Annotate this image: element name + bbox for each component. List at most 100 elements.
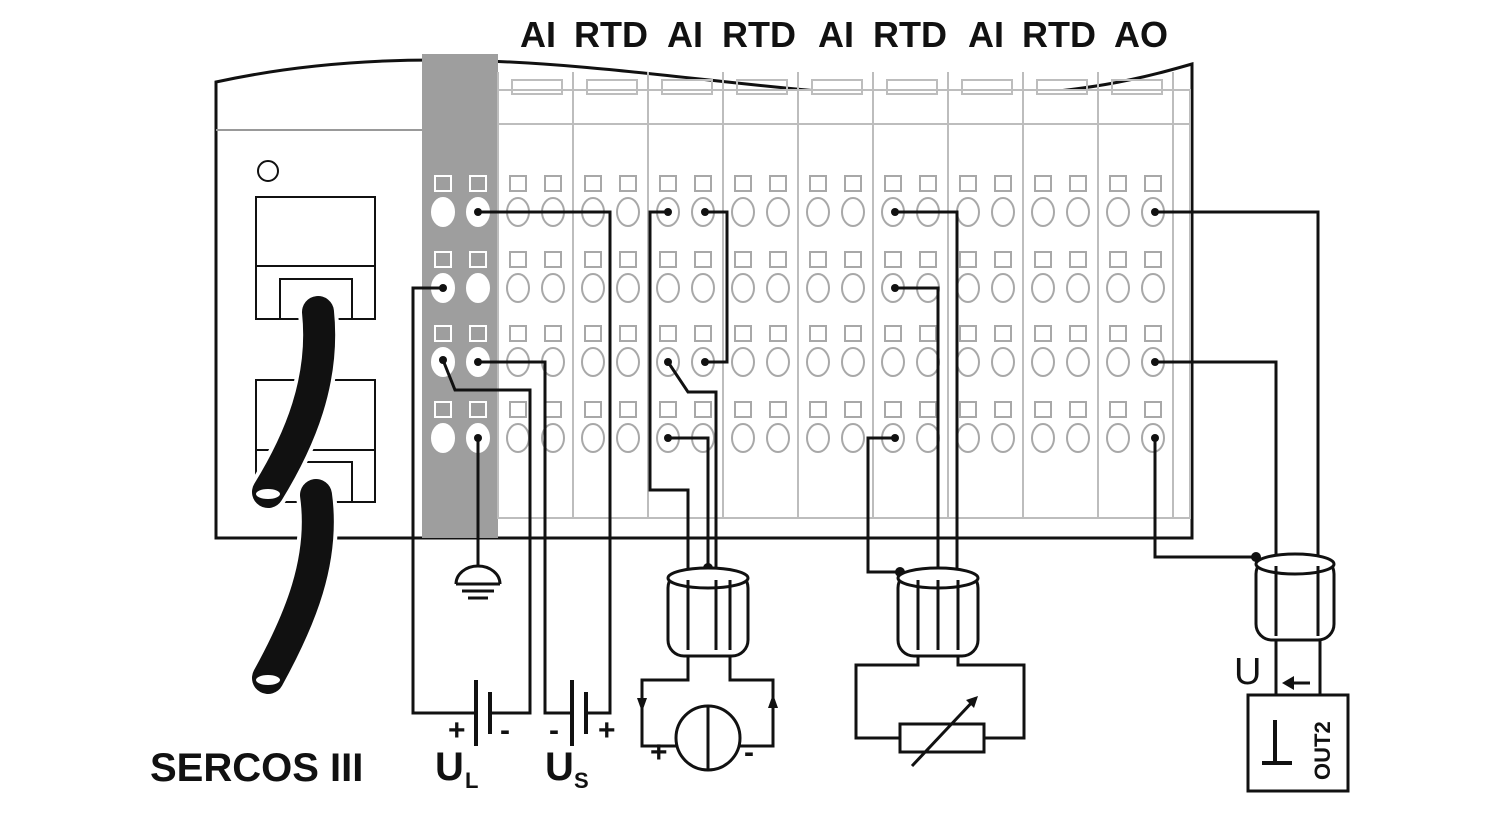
terminal-release-button xyxy=(1034,401,1052,418)
terminal-point xyxy=(991,273,1015,303)
terminal-release-button xyxy=(844,401,862,418)
terminal-point xyxy=(766,273,790,303)
terminal-release-button xyxy=(469,175,487,192)
terminal-release-button xyxy=(509,251,527,268)
rtd-wire-2 xyxy=(895,286,940,572)
us-plus-wire xyxy=(478,210,612,715)
terminal-release-button xyxy=(919,401,937,418)
source-loop-right xyxy=(728,655,775,748)
terminal-release-button xyxy=(959,325,977,342)
terminal-release-button xyxy=(619,251,637,268)
terminal-point xyxy=(1106,423,1130,453)
terminal-release-button xyxy=(919,325,937,342)
terminal-release-button xyxy=(619,325,637,342)
source-minus-sign: - xyxy=(744,736,754,769)
terminal-point xyxy=(1031,347,1055,377)
us-minus-sign: - xyxy=(549,714,559,747)
rtd-wire-1 xyxy=(895,210,959,572)
terminal-release-button xyxy=(734,251,752,268)
terminal-point xyxy=(1031,423,1055,453)
terminal-release-button xyxy=(809,401,827,418)
module-latch xyxy=(736,79,788,95)
terminal-release-button xyxy=(919,251,937,268)
module-latch xyxy=(661,79,713,95)
terminal-point xyxy=(1106,273,1130,303)
terminal-release-button xyxy=(884,175,902,192)
module-latch xyxy=(1111,79,1163,95)
terminal-release-button xyxy=(619,175,637,192)
terminal-release-button xyxy=(959,251,977,268)
source-plus-sign: + xyxy=(650,736,668,769)
rtd-loop-left xyxy=(854,655,920,740)
battery-us-icon xyxy=(570,680,588,746)
ao-wire-2 xyxy=(1155,360,1278,558)
terminal-release-button xyxy=(809,251,827,268)
terminal-point xyxy=(956,423,980,453)
terminal-release-button xyxy=(809,175,827,192)
terminal-release-button xyxy=(544,175,562,192)
terminal-point xyxy=(431,197,455,227)
terminal-release-button xyxy=(509,325,527,342)
terminal-release-button xyxy=(1109,325,1127,342)
module-label: RTD xyxy=(873,14,947,55)
terminal-release-button xyxy=(1144,325,1162,342)
us-subscript: S xyxy=(574,768,589,793)
terminal-point xyxy=(506,423,530,453)
terminal-release-button xyxy=(1144,175,1162,192)
ai-wire-4 xyxy=(668,436,710,570)
status-led xyxy=(257,160,279,182)
terminal-point xyxy=(541,273,565,303)
terminal-point xyxy=(541,423,565,453)
terminal-point xyxy=(766,423,790,453)
terminal-release-button xyxy=(769,401,787,418)
terminal-point xyxy=(616,423,640,453)
terminal-point xyxy=(806,347,830,377)
terminal-release-button xyxy=(1109,251,1127,268)
ai-wire-2 xyxy=(705,210,729,364)
terminal-release-button xyxy=(694,251,712,268)
terminal-release-button xyxy=(544,325,562,342)
terminal-point xyxy=(881,347,905,377)
terminal-point xyxy=(991,423,1015,453)
terminal-release-button xyxy=(694,175,712,192)
terminal-point xyxy=(1066,197,1090,227)
module-label: AO xyxy=(1114,14,1168,55)
terminal-point xyxy=(841,197,865,227)
module-label: RTD xyxy=(574,14,648,55)
ul-label: U xyxy=(435,745,464,789)
terminal-release-button xyxy=(1109,175,1127,192)
arrow-up-icon xyxy=(768,694,778,708)
rtd-resistor-icon xyxy=(898,696,986,768)
terminal-release-button xyxy=(509,175,527,192)
current-source-icon xyxy=(674,704,742,772)
terminal-release-button xyxy=(1069,401,1087,418)
terminal-release-button xyxy=(994,325,1012,342)
module-label: AI xyxy=(968,14,1004,55)
ao-wire-1 xyxy=(1155,210,1320,558)
wires xyxy=(411,210,1322,748)
terminal-point xyxy=(616,273,640,303)
terminal-release-button xyxy=(1034,175,1052,192)
terminal-point xyxy=(1066,423,1090,453)
terminal-release-button xyxy=(584,175,602,192)
ul-plus-wire xyxy=(441,359,532,715)
terminal-release-button xyxy=(734,325,752,342)
ground-icon xyxy=(454,564,502,600)
module-label: AI xyxy=(667,14,703,55)
terminal-point xyxy=(806,197,830,227)
terminal-point xyxy=(841,347,865,377)
bus-label: SERCOS III xyxy=(150,746,363,790)
us-minus-wire xyxy=(478,360,570,715)
terminal-point xyxy=(466,273,490,303)
terminal-point xyxy=(1031,197,1055,227)
terminal-release-button xyxy=(734,175,752,192)
terminal-point xyxy=(731,347,755,377)
rtd-loop-right xyxy=(956,655,1026,740)
terminal-point xyxy=(916,423,940,453)
shield-sleeve-ao xyxy=(1254,552,1336,642)
terminal-release-button xyxy=(434,175,452,192)
terminal-release-button xyxy=(919,175,937,192)
battery-ul-icon xyxy=(474,680,492,746)
terminal-point xyxy=(1066,273,1090,303)
terminal-release-button xyxy=(734,401,752,418)
